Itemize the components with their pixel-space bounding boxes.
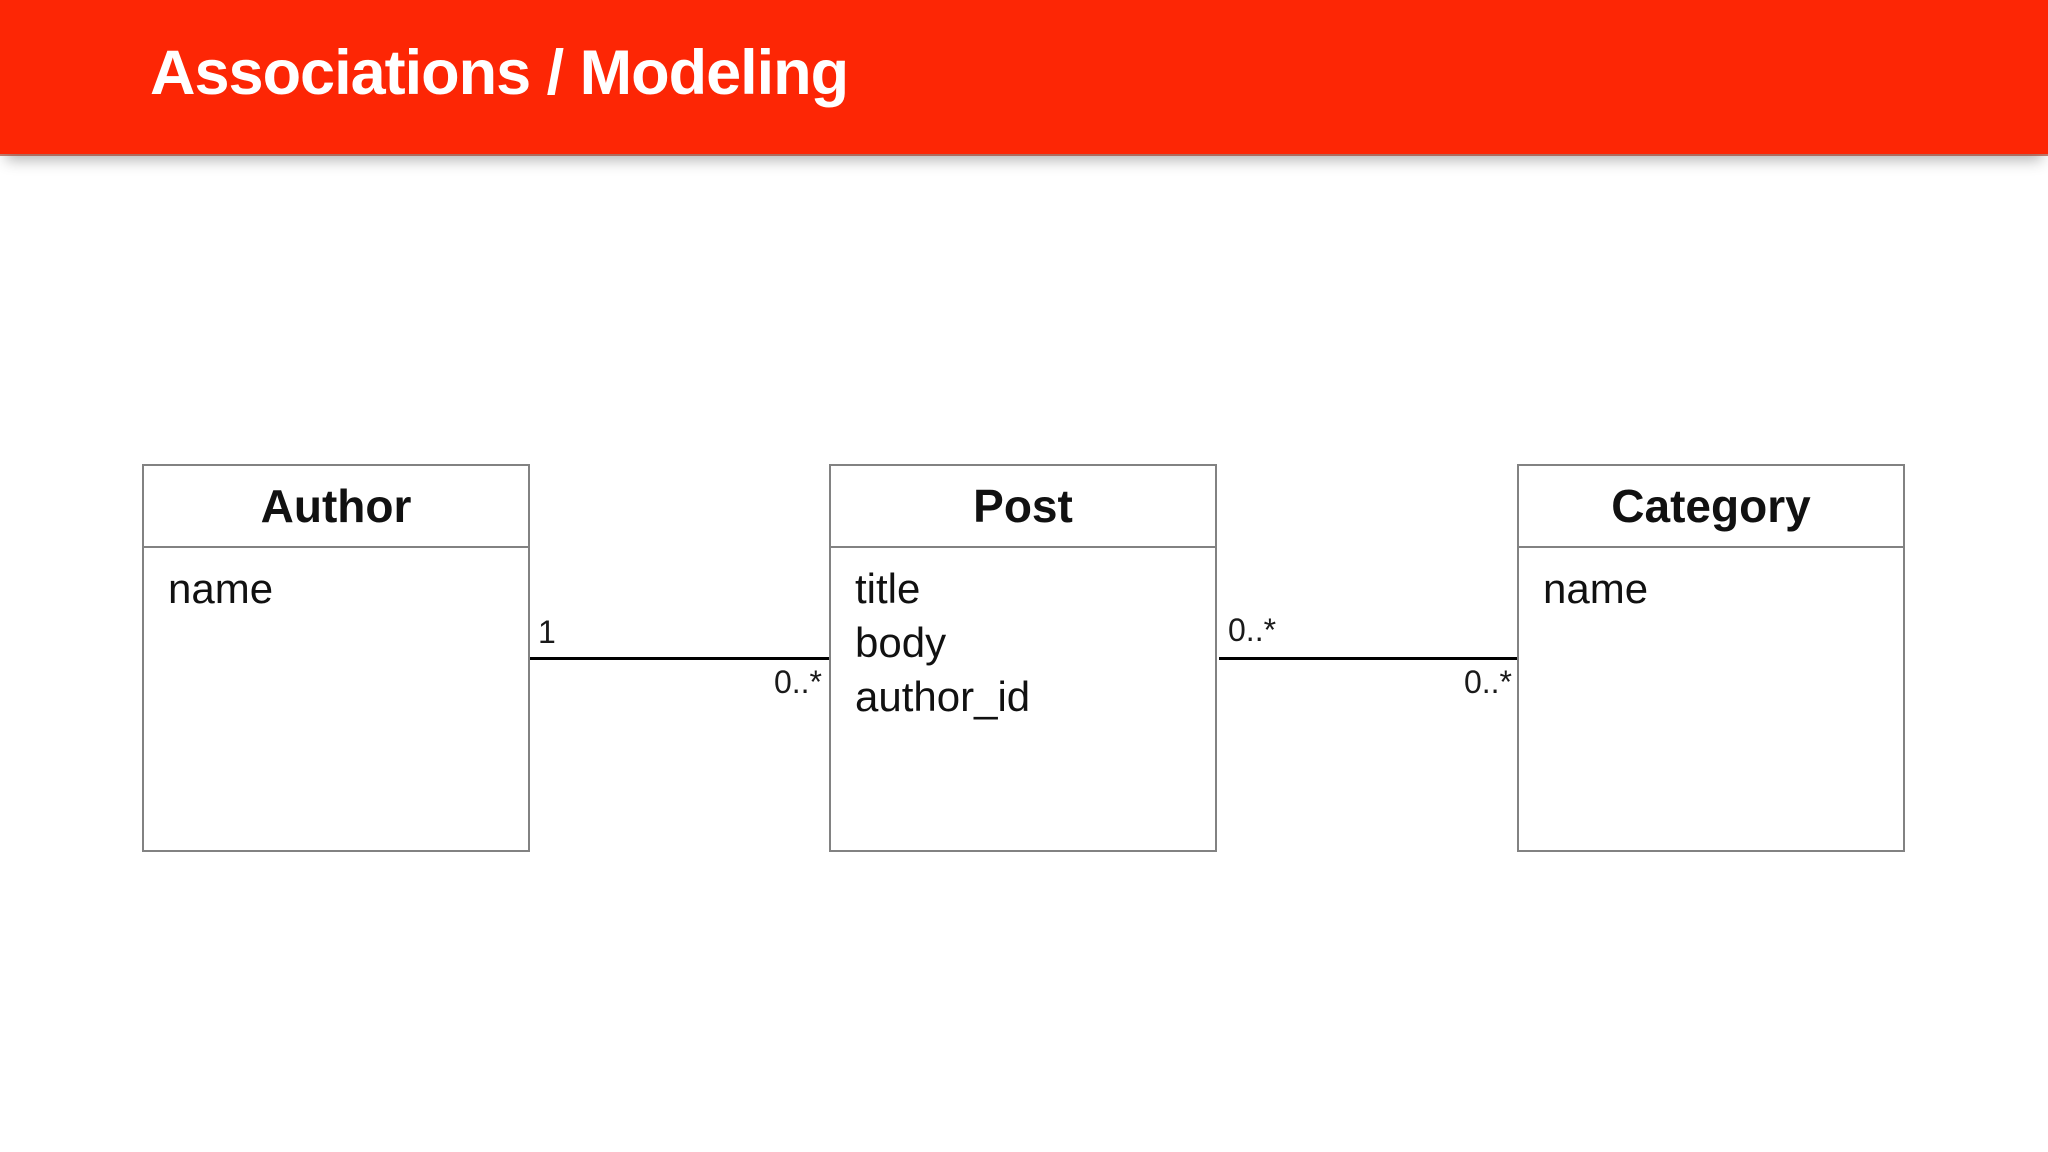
multiplicity-label-post-left-end: 0..* — [773, 664, 822, 700]
entity-attributes-category: name — [1519, 548, 1903, 616]
attribute-row: author_id — [855, 673, 1031, 720]
slide-header: Associations / Modeling — [0, 0, 2048, 154]
multiplicity-label-author-end: 1 — [538, 614, 556, 650]
attribute-row: name — [1543, 565, 1649, 612]
association-line-author-post — [530, 657, 829, 660]
multiplicity-label-post-right-end: 0..* — [1228, 612, 1277, 648]
page-title: Associations / Modeling — [150, 38, 849, 108]
entity-title-category: Category — [1519, 466, 1903, 548]
entity-box-category: Category name — [1517, 464, 1905, 852]
attribute-row: name — [168, 565, 274, 612]
multiplicity-label-category-end: 0..* — [1463, 664, 1512, 700]
entity-attributes-post: title body author_id — [831, 548, 1215, 724]
association-line-post-category — [1219, 657, 1517, 660]
entity-title-post: Post — [831, 466, 1215, 548]
entity-title-author: Author — [144, 466, 528, 548]
entity-box-author: Author name — [142, 464, 530, 852]
entity-attributes-author: name — [144, 548, 528, 616]
attribute-row: title — [855, 565, 921, 612]
attribute-row: body — [855, 619, 947, 666]
entity-box-post: Post title body author_id — [829, 464, 1217, 852]
